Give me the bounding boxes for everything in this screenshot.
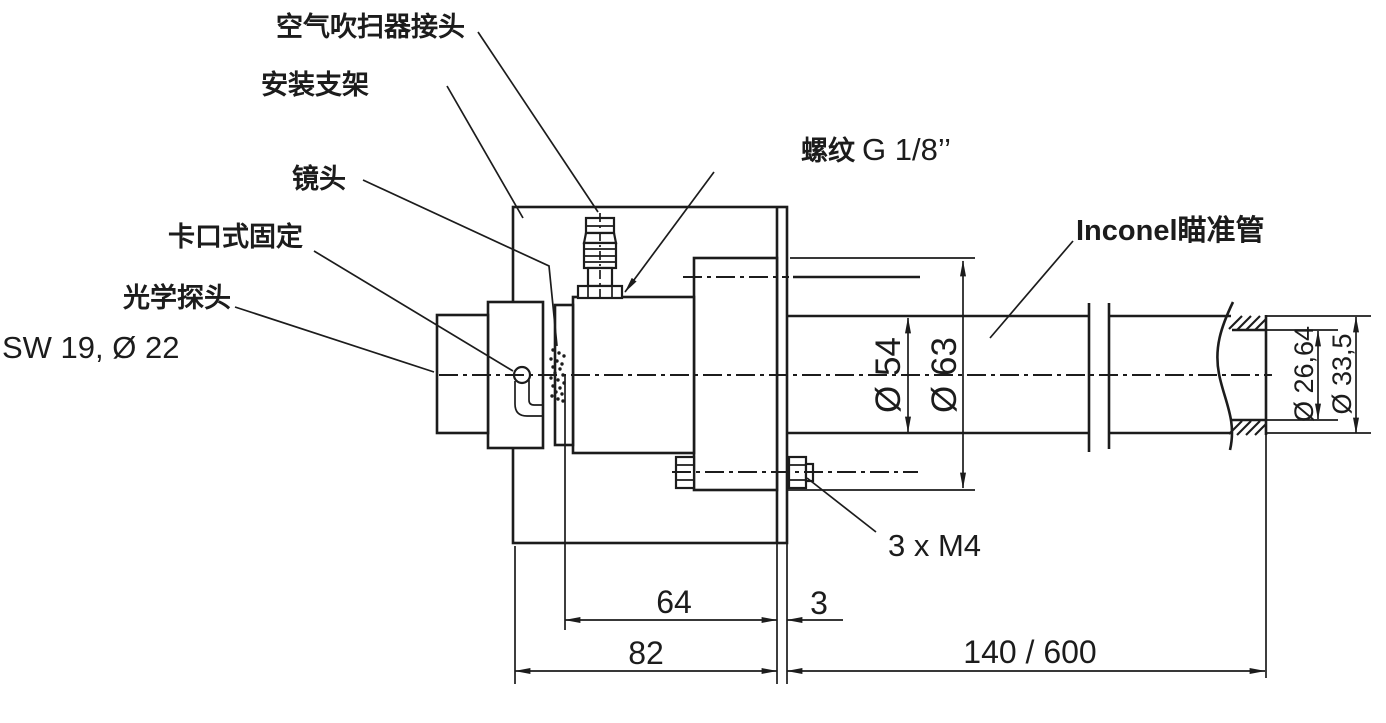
dim-text-dia63: Ø 63 [925,337,964,413]
label-thread-spec: G 1/8’’ [862,132,951,167]
leader-thread [624,171,715,293]
break-wavy-line [1216,301,1235,451]
tube-wall-hatching [1228,315,1267,436]
dim-text-dia54: Ø 54 [869,337,908,413]
label-thread-cn: 螺纹 [801,136,856,166]
leader-bayonet [313,250,514,372]
leader-screws [806,477,877,533]
leader-bracket [446,85,524,219]
dimension-values: 64 3 82 140 / 600 Ø 54 Ø 63 Ø 26,64 Ø 33… [628,326,1357,671]
label-optical-probe: 光学探头 [122,282,231,313]
leader-tube [989,240,1074,339]
label-mounting-bracket: 安装支架 [261,70,369,100]
label-lens: 镜头 [292,164,346,194]
air-purge-fitting [576,213,624,300]
dim-text-140-600: 140 / 600 [963,634,1096,670]
extension-lines [514,257,1267,684]
leader-lines [234,31,1074,533]
dim-text-dia33-5: Ø 33,5 [1327,333,1357,414]
bayonet-slot [514,381,543,417]
sighting-tube [787,301,1371,452]
leader-lens [362,179,558,347]
dim-text-dia26-64: Ø 26,64 [1289,326,1319,422]
centerlines [439,275,1272,473]
dim-text-3: 3 [810,585,828,621]
dimension-lines [514,260,1359,674]
label-probe-size: SW 19, Ø 22 [2,330,179,365]
probe-cylinder [435,313,490,435]
label-bayonet: 卡口式固定 [168,221,303,252]
leader-probe [234,306,435,373]
labels: 空气吹扫器接头 安装支架 镜头 卡口式固定 光学探头 SW 19, Ø 22 螺… [2,11,1265,563]
dim-text-82: 82 [628,635,664,671]
label-screws: 3 x M4 [888,528,981,563]
label-sighting-tube: Inconel瞄准管 [1076,213,1265,247]
leader-air-purge [477,31,599,213]
label-air-purge: 空气吹扫器接头 [276,11,465,42]
dim-text-64: 64 [656,584,692,620]
flange-collar [692,256,779,492]
